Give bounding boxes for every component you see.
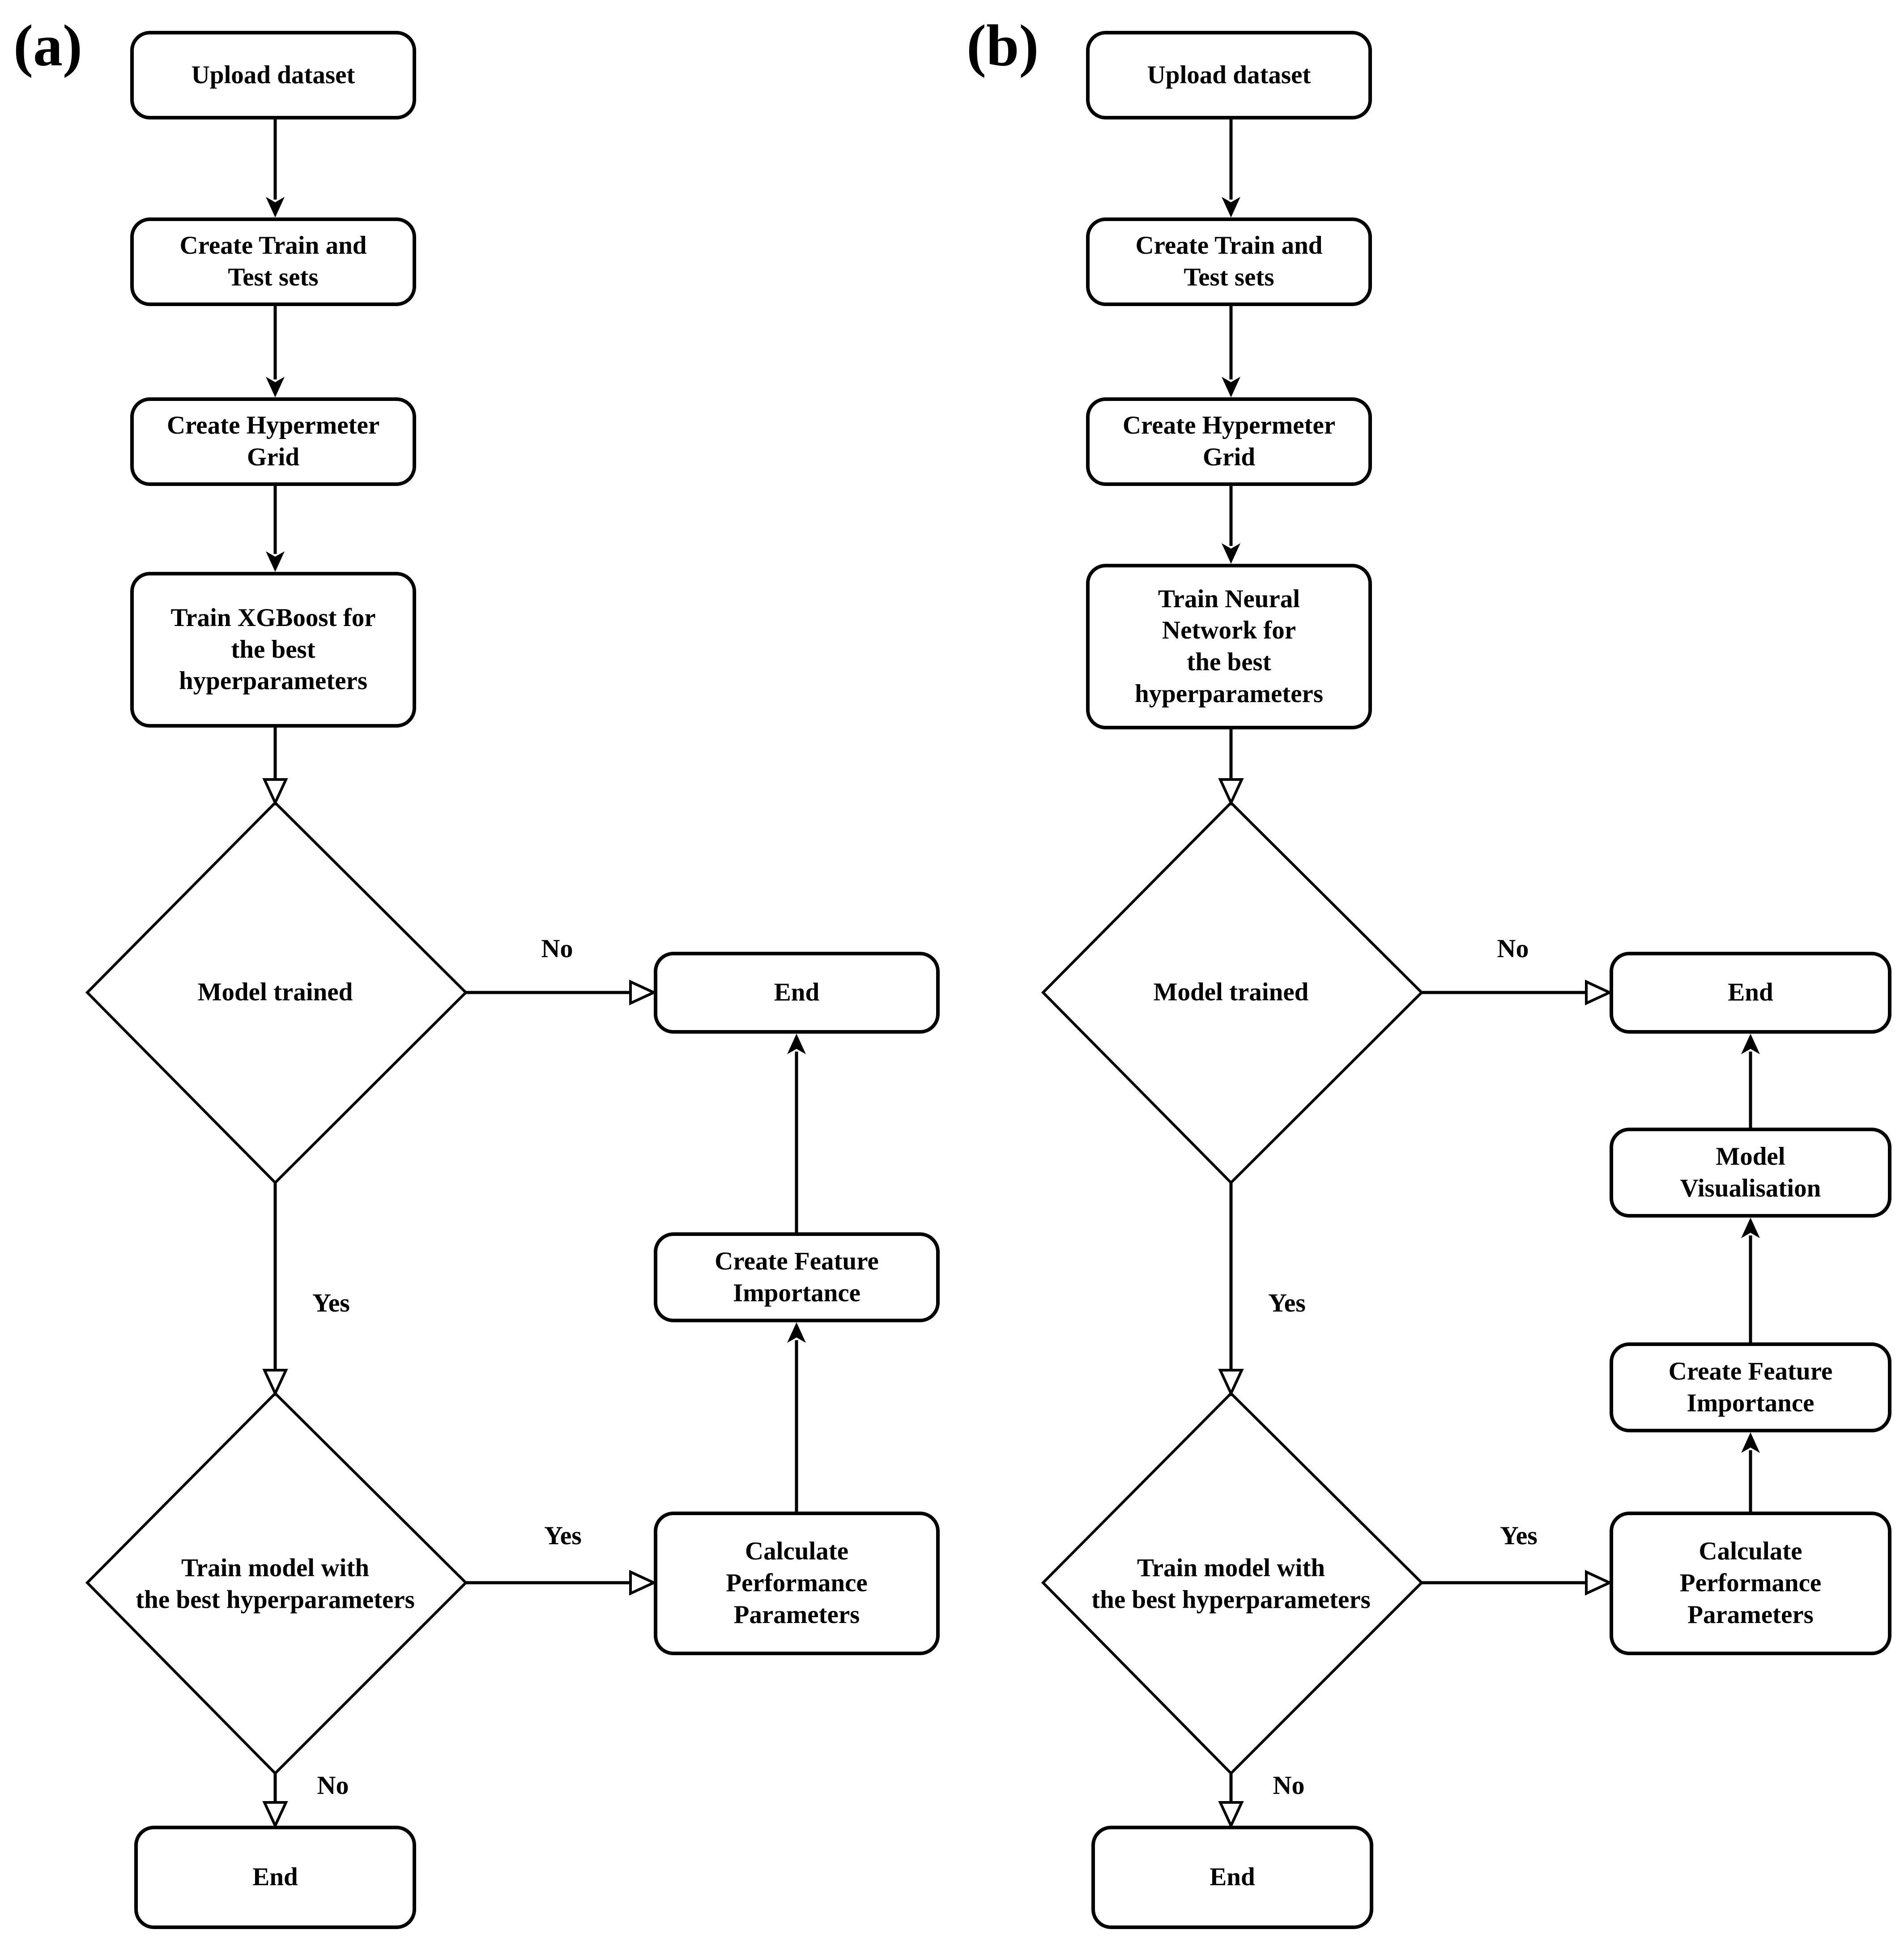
- process-box-feature-importance-b-label: Create Feature Importance: [1668, 1357, 1833, 1417]
- decision-model-trained-b-label: Model trained: [1153, 978, 1309, 1006]
- decision-train-best-b-label: Train model with the best hyperparameter…: [1091, 1554, 1371, 1614]
- arrowhead-solid-down-icon: [266, 197, 285, 217]
- process-box-hyper-grid-a: Create Hypermeter Grid: [130, 397, 416, 486]
- process-box-performance-b-label: Calculate Performance Parameters: [1679, 1537, 1822, 1629]
- end-box-right-a: End: [654, 952, 940, 1034]
- edge-label-no-top-b: No: [1497, 934, 1529, 963]
- edge-label-no-bottom-b: No: [1273, 1771, 1305, 1800]
- arrowhead-solid-up-icon: [1741, 1034, 1760, 1054]
- arrowhead-open-down-icon: [1218, 1801, 1244, 1829]
- arrowhead-solid-down-icon: [266, 551, 285, 572]
- arrowhead-open-down-icon: [1218, 778, 1244, 806]
- end-box-right-a-label: End: [774, 978, 820, 1007]
- edge-label-yes-mid-a: Yes: [312, 1288, 350, 1317]
- process-box-train-xgboost-a: Train XGBoost for the best hyperparamete…: [130, 572, 416, 728]
- process-box-model-visualisation-b: Model Visualisation: [1610, 1128, 1891, 1218]
- arrowhead-solid-down-icon: [1222, 543, 1240, 564]
- arrowhead-open-right-icon: [629, 1570, 657, 1596]
- edge-label-no-bottom-a: No: [317, 1771, 349, 1800]
- decision-train-best-a-label: Train model with the best hyperparameter…: [136, 1554, 415, 1614]
- process-box-upload-a-label: Upload dataset: [191, 60, 355, 89]
- arrowhead-open-right-icon: [629, 980, 657, 1005]
- process-box-feature-importance-a: Create Feature Importance: [654, 1232, 940, 1322]
- process-box-feature-importance-a-label: Create Feature Importance: [715, 1247, 879, 1307]
- end-box-bottom-a: End: [134, 1826, 416, 1929]
- process-box-feature-importance-b: Create Feature Importance: [1610, 1342, 1891, 1432]
- process-box-hyper-grid-b: Create Hypermeter Grid: [1086, 397, 1372, 486]
- end-box-bottom-a-label: End: [252, 1863, 298, 1891]
- process-box-train-test-a-label: Create Train and Test sets: [179, 231, 367, 291]
- arrowhead-solid-up-icon: [787, 1322, 806, 1343]
- arrowhead-solid-up-icon: [787, 1034, 806, 1054]
- process-box-train-neural-network-b: Train Neural Network for the best hyperp…: [1086, 564, 1372, 729]
- edge-label-yes-mid-b: Yes: [1268, 1288, 1306, 1317]
- process-box-hyper-grid-b-label: Create Hypermeter Grid: [1122, 411, 1336, 471]
- process-box-model-visualisation-b-label: Model Visualisation: [1680, 1142, 1821, 1202]
- arrowhead-open-down-icon: [262, 1369, 288, 1397]
- process-box-train-neural-network-b-label: Train Neural Network for the best hyperp…: [1134, 584, 1324, 708]
- panel-a-label: (a): [13, 13, 82, 78]
- process-box-train-xgboost-a-label: Train XGBoost for the best hyperparamete…: [170, 603, 376, 695]
- end-box-bottom-b-label: End: [1210, 1863, 1255, 1891]
- end-box-bottom-b: End: [1091, 1826, 1373, 1929]
- process-box-upload-b-label: Upload dataset: [1147, 60, 1311, 89]
- process-box-train-test-b-label: Create Train and Test sets: [1135, 231, 1323, 291]
- arrowhead-solid-up-icon: [1741, 1432, 1760, 1453]
- edge-label-yes-right-b: Yes: [1500, 1521, 1538, 1550]
- process-box-performance-a-label: Calculate Performance Parameters: [726, 1537, 868, 1629]
- arrowhead-solid-down-icon: [266, 377, 285, 397]
- arrowhead-open-right-icon: [1585, 980, 1613, 1005]
- arrowhead-solid-down-icon: [1222, 377, 1240, 397]
- arrowhead-solid-up-icon: [1741, 1218, 1760, 1238]
- process-box-hyper-grid-a-label: Create Hypermeter Grid: [166, 411, 380, 471]
- process-box-train-test-a: Create Train and Test sets: [130, 217, 416, 306]
- arrowhead-open-down-icon: [1218, 1369, 1244, 1397]
- edge-label-yes-right-a: Yes: [544, 1521, 582, 1550]
- panel-b-label: (b): [967, 13, 1039, 78]
- decision-model-trained-a-label: Model trained: [197, 978, 353, 1006]
- end-box-right-b-label: End: [1728, 978, 1773, 1007]
- process-box-upload-b: Upload dataset: [1086, 31, 1372, 119]
- process-box-upload-a: Upload dataset: [130, 31, 416, 119]
- process-box-train-test-b: Create Train and Test sets: [1086, 217, 1372, 306]
- process-box-performance-a: Calculate Performance Parameters: [654, 1512, 940, 1655]
- arrowhead-open-down-icon: [262, 778, 288, 806]
- edge-label-no-top-a: No: [541, 934, 573, 963]
- process-box-performance-b: Calculate Performance Parameters: [1610, 1512, 1891, 1655]
- arrowhead-open-right-icon: [1585, 1570, 1613, 1596]
- arrowhead-solid-down-icon: [1222, 197, 1240, 217]
- arrowhead-open-down-icon: [262, 1801, 288, 1829]
- end-box-right-b: End: [1610, 952, 1891, 1034]
